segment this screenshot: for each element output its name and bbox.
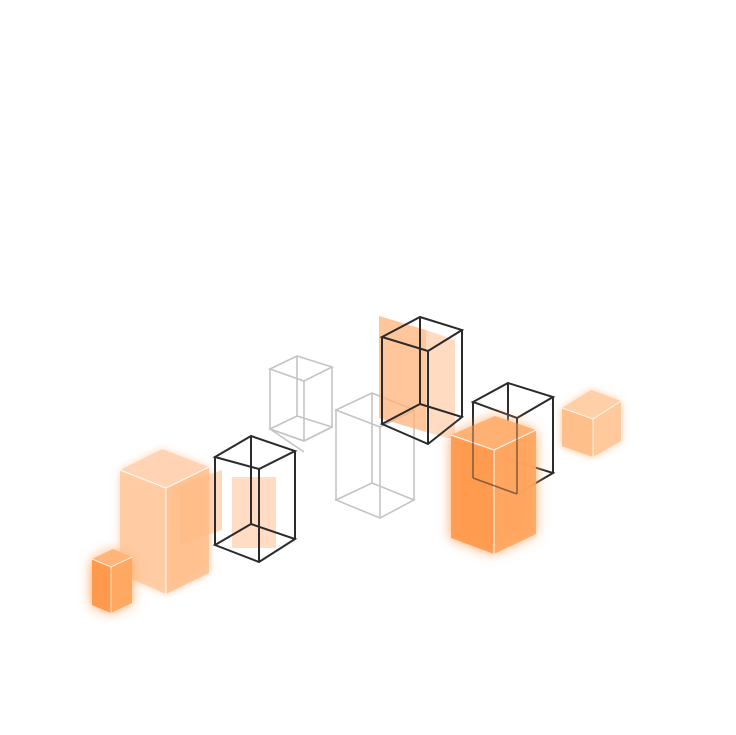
wire-box-dark-right-overlay	[472, 402, 518, 495]
translucent-panel-left	[180, 470, 222, 545]
wire-box-gray-back	[267, 355, 335, 453]
wire-box-dark-left	[212, 434, 298, 564]
solid-box-orange-right	[450, 416, 537, 554]
solid-box-cube-far-right	[561, 390, 622, 457]
wire-box-dark-center	[379, 315, 465, 446]
solid-box-small-left	[91, 549, 133, 613]
